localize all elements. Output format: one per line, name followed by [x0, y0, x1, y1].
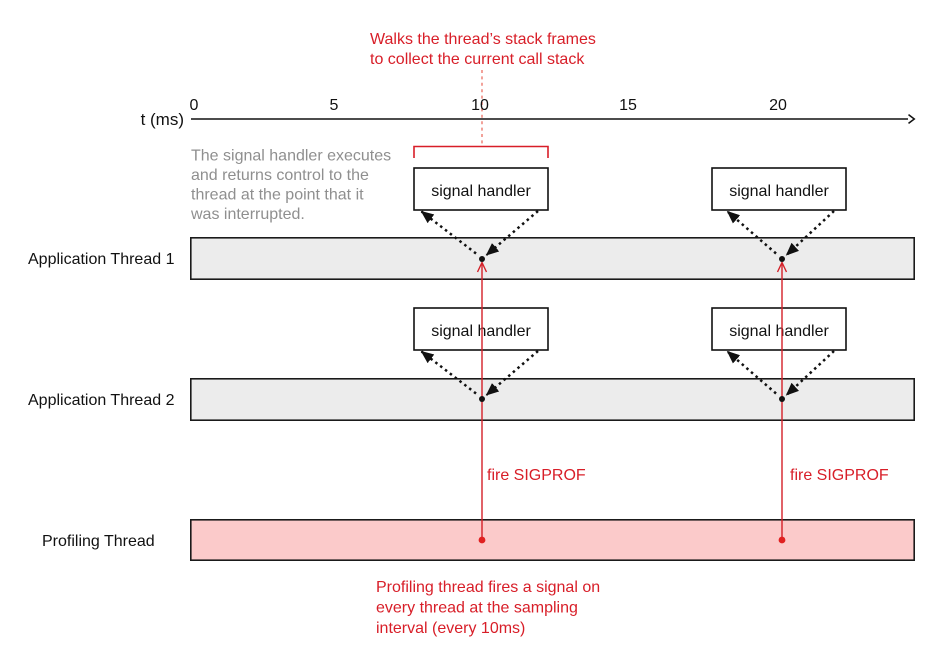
svg-text:Walks the thread’s stack frame: Walks the thread’s stack frames	[370, 31, 596, 48]
svg-text:10: 10	[471, 97, 489, 114]
svg-text:was interrupted.: was interrupted.	[190, 206, 305, 223]
svg-text:interval (every 10ms): interval (every 10ms)	[376, 620, 525, 637]
svg-text:signal handler: signal handler	[729, 183, 829, 200]
svg-text:The signal handler executes: The signal handler executes	[191, 148, 391, 165]
svg-text:signal handler: signal handler	[431, 183, 531, 200]
svg-text:thread at the point that it: thread at the point that it	[191, 187, 364, 204]
svg-text:and returns control to the: and returns control to the	[191, 167, 369, 184]
svg-text:to collect the current call st: to collect the current call stack	[370, 51, 585, 68]
svg-text:signal handler: signal handler	[729, 323, 829, 340]
svg-text:Application Thread 2: Application Thread 2	[28, 392, 175, 409]
svg-text:fire SIGPROF: fire SIGPROF	[487, 467, 586, 484]
svg-text:every thread at the sampling: every thread at the sampling	[376, 600, 578, 617]
svg-text:Profiling thread fires a signa: Profiling thread fires a signal on	[376, 579, 600, 596]
svg-text:0: 0	[190, 97, 199, 114]
svg-text:Application Thread 1: Application Thread 1	[28, 251, 175, 268]
svg-text:5: 5	[330, 97, 339, 114]
svg-text:15: 15	[619, 97, 637, 114]
svg-text:Profiling Thread: Profiling Thread	[42, 533, 155, 550]
svg-text:t (ms): t (ms)	[141, 110, 184, 129]
svg-text:20: 20	[769, 97, 787, 114]
svg-text:fire SIGPROF: fire SIGPROF	[790, 467, 889, 484]
